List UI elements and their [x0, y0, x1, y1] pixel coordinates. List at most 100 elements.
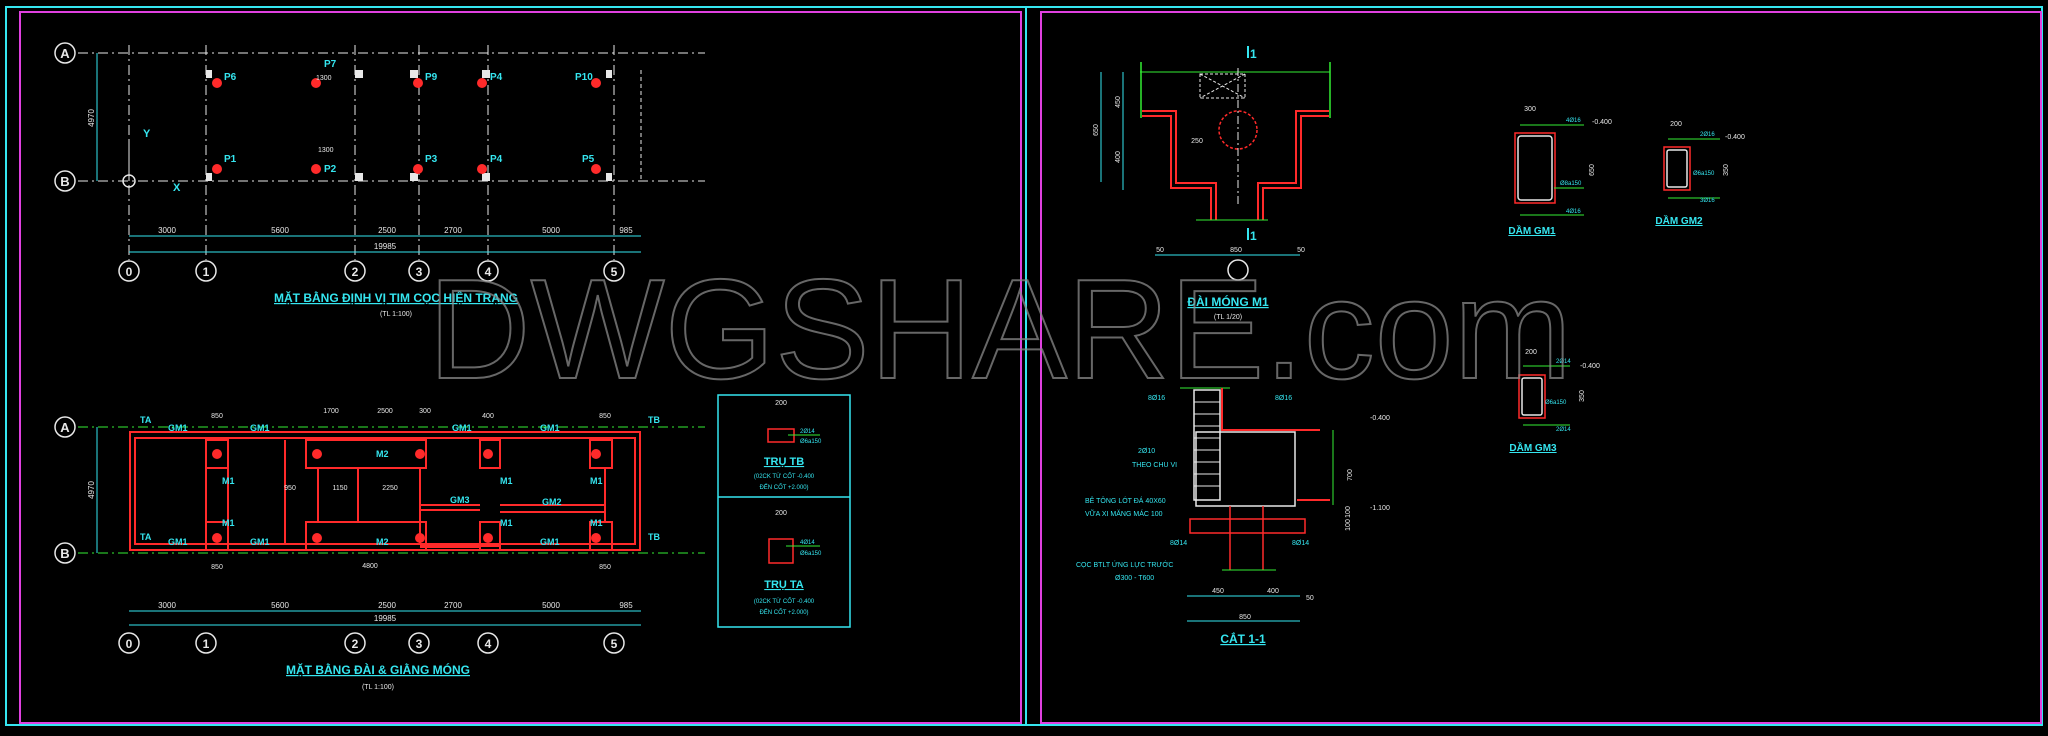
dim-2250: 2250: [382, 485, 398, 492]
section-mark-bottom: 1: [1250, 229, 1257, 243]
dim-400-top: 400: [482, 413, 494, 420]
m1-dim-450: 450: [1115, 96, 1122, 108]
sec-perimeter-1: 2Ø10: [1138, 448, 1155, 455]
dim-950: 950: [284, 485, 296, 492]
gm1-height: 650: [1589, 164, 1596, 176]
sec-rebar-top: 8Ø16: [1275, 395, 1292, 402]
truta-note2: ĐẾN CỐT +2.000): [759, 609, 808, 616]
gm3-bottom: 2Ø14: [1556, 427, 1571, 433]
axis-3: 3: [416, 265, 423, 279]
axis2-3: 3: [416, 637, 423, 651]
axis-1: 1: [203, 265, 210, 279]
axis-2: 2: [352, 265, 359, 279]
axis-0: 0: [126, 265, 133, 279]
dim-1700-top: 1700: [323, 408, 339, 415]
gm3-title: DẦM GM3: [1509, 441, 1557, 454]
dim-1300-bot: 1300: [318, 147, 334, 154]
m1-scale: (TL 1/20): [1214, 314, 1242, 321]
section-title: CẮT 1-1: [1220, 631, 1266, 646]
sec-pile-2: Ø300 - T600: [1115, 575, 1154, 582]
beam-gm1-label-6: GM1: [250, 537, 270, 547]
gm2-width: 200: [1670, 121, 1682, 128]
beam-gm1-label-3: GM1: [452, 423, 472, 433]
pile-p5: P5: [582, 154, 595, 165]
footing-m1-label-2: M1: [222, 518, 235, 528]
dim-side-2: 4970: [87, 481, 96, 499]
sec-rebar-left: 8Ø16: [1148, 395, 1165, 402]
truta-title: TRỤ TA: [764, 579, 804, 591]
dim2-5000: 5000: [542, 601, 560, 610]
m1-dim-250: 250: [1191, 138, 1203, 145]
sec-dim-50: 50: [1306, 595, 1314, 602]
gm2-height: 350: [1723, 164, 1730, 176]
pile-p10: P10: [575, 72, 593, 83]
dim2-2700: 2700: [444, 601, 462, 610]
footing-m1-label-3: M1: [500, 476, 513, 486]
gm3-width: 200: [1525, 349, 1537, 356]
plan1-title: MẶT BẰNG ĐỊNH VỊ TIM CỌC HIỆN TRẠNG: [274, 290, 518, 305]
col-ta-label: TA: [140, 415, 152, 425]
gm1-stirrup: Ø8a150: [1560, 181, 1582, 187]
beam-gm3: 200 2Ø14 -0.400 350 Ø6a150 2Ø14 DẦM GM3: [1509, 349, 1600, 454]
gm2-stirrup: Ø6a150: [1693, 171, 1715, 177]
sec-lean-2: VỮA XI MĂNG MÁC 100: [1085, 509, 1163, 518]
sec-level-top: -0.400: [1370, 415, 1390, 422]
col-tb-label: TB: [648, 415, 660, 425]
dim-3000: 3000: [158, 226, 176, 235]
dim-4800: 4800: [362, 563, 378, 570]
column-details: 200 2Ø14 Ø6a150 TRỤ TB (02CK TỪ CỐT -0.4…: [717, 394, 851, 628]
watermark: DWGSHARE.com: [428, 250, 1572, 409]
gm1-bottom: 4Ø16: [1566, 209, 1581, 215]
trutb-stirrup: Ø6a150: [800, 439, 822, 445]
col-ta-label-2: TA: [140, 532, 152, 542]
plan2-scale: (TL 1:100): [362, 684, 394, 691]
sec-rebar-bot-right: 8Ø14: [1292, 540, 1309, 547]
m1-dim-850: 850: [1230, 247, 1242, 254]
gm3-stirrup: Ø6a150: [1545, 400, 1567, 406]
truta-stirrup: Ø6a150: [800, 551, 822, 557]
gm2-bottom: 3Ø16: [1700, 198, 1715, 204]
trutb-rebar: 2Ø14: [800, 429, 815, 435]
gm1-width: 300: [1524, 106, 1536, 113]
trutb-title: TRỤ TB: [764, 456, 804, 468]
axis-5: 5: [611, 265, 618, 279]
gm2-title: DẦM GM2: [1655, 214, 1703, 227]
dim2-3000: 3000: [158, 601, 176, 610]
footing-m1-detail: 650 450 400 250 50 850 50 1 1 ĐÀI MÓNG M…: [1093, 46, 1331, 321]
dim-850-bot: 850: [211, 564, 223, 571]
dim-1150: 1150: [332, 485, 347, 492]
trutb-note2: ĐẾN CỐT +2.000): [759, 484, 808, 491]
truta-rebar: 4Ø14: [800, 540, 815, 546]
pile-p2: P2: [324, 164, 337, 175]
axis-label-a: A: [60, 46, 70, 61]
dim-2700: 2700: [444, 226, 462, 235]
plan-footing-beams: 4970 A B M1: [54, 408, 705, 691]
axis2-1: 1: [203, 637, 210, 651]
axis2-2: 2: [352, 637, 359, 651]
beam-gm1-label-7: GM1: [540, 537, 560, 547]
plan1-scale: (TL 1:100): [380, 311, 412, 318]
gm1-level: -0.400: [1592, 119, 1612, 126]
footing-m2-label: M2: [376, 449, 389, 459]
m1-dim-50-r: 50: [1297, 247, 1305, 254]
axis-label-b: B: [60, 174, 69, 189]
footing-m1-label: M1: [222, 476, 235, 486]
footing-m2-label-2: M2: [376, 537, 389, 547]
col-tb-label-2: TB: [648, 532, 660, 542]
sec-dim-100-a: 100: [1345, 506, 1352, 518]
pile-markers: [212, 78, 601, 174]
dim-850-bot-2: 850: [599, 564, 611, 571]
dim2-2500: 2500: [378, 601, 396, 610]
beam-gm1-label-5: GM1: [168, 537, 188, 547]
beam-gm1-label-4: GM1: [540, 423, 560, 433]
coord-y: Y: [143, 128, 151, 140]
sec-dim-700: 700: [1347, 469, 1354, 481]
axis-label-a2: A: [60, 420, 70, 435]
truta-note1: (02CK TỪ CỐT -0.400: [754, 598, 815, 605]
beam-gm2: 200 2Ø16 -0.400 350 Ø6a150 3Ø16 DẦM GM2: [1655, 121, 1745, 227]
dim-985: 985: [619, 226, 633, 235]
pile-p4: P4: [490, 154, 503, 165]
pile-p4-top: P4: [490, 72, 503, 83]
footing-m1-label-6: M1: [590, 518, 603, 528]
dim-850-top-2: 850: [599, 413, 611, 420]
